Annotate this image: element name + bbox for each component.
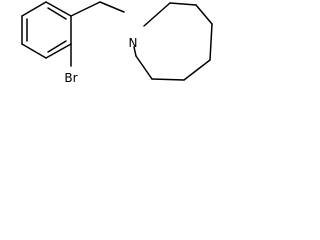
benzyl-bond (70, 1, 101, 17)
methylene-nitrogen-bond (99, 1, 125, 13)
benzene-ring (21, 1, 72, 59)
ring-bond (133, 46, 137, 57)
ring-double-bond (47, 7, 67, 20)
azepane-ring (133, 2, 213, 81)
ring-bond (21, 43, 47, 59)
ring-bond (45, 43, 72, 59)
ring-bond (21, 1, 47, 17)
ring-bond (151, 78, 185, 81)
ring-bond (45, 1, 72, 17)
ring-double-bond (47, 40, 67, 53)
ring-bond (169, 2, 197, 6)
bromine-label: Br (64, 71, 77, 85)
ring-bond (209, 23, 213, 61)
ring-bond (183, 59, 211, 81)
ring-bond (143, 2, 171, 27)
nitrogen-label: N (129, 36, 138, 50)
ring-bond (135, 55, 153, 80)
ring-bond (195, 4, 213, 25)
chemical-structure: N Br (21, 1, 213, 85)
